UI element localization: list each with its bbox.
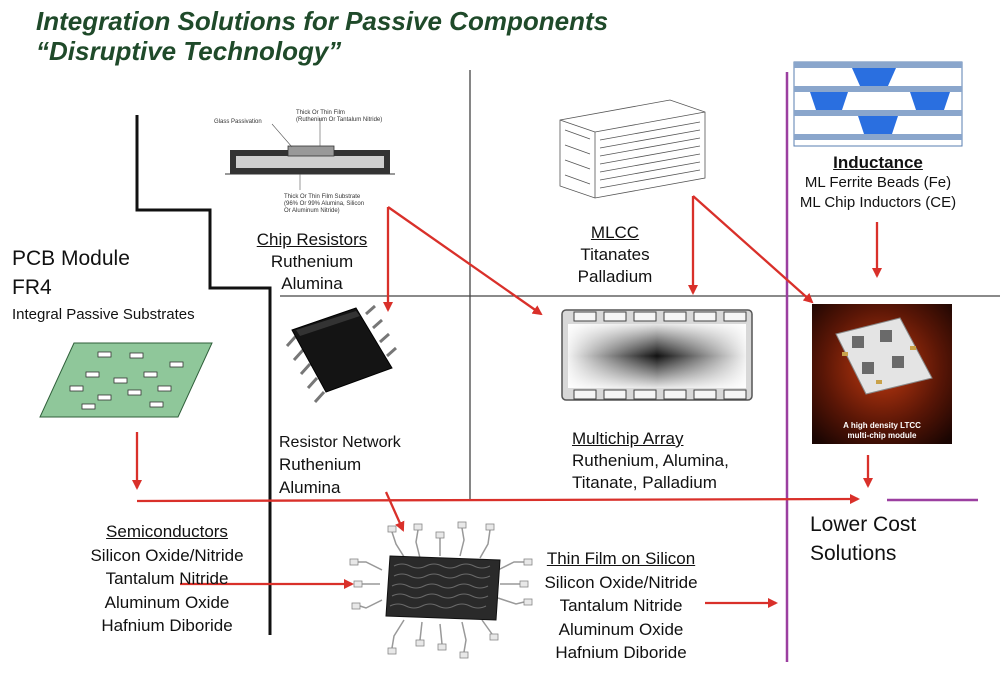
resistor-network-material-2: Alumina	[279, 478, 341, 497]
mlcc-figure	[559, 99, 706, 199]
lower-cost-line-2: Solutions	[810, 542, 897, 565]
step-divider-line	[135, 115, 272, 635]
pcb-title: PCB Module	[12, 247, 130, 270]
thin-film-material-3: Aluminum Oxide	[558, 619, 684, 639]
chip-resistors-material-1: Ruthenium	[270, 252, 354, 271]
resistor-network-heading: Resistor Network	[279, 434, 401, 451]
multichip-material-2: Titanate, Palladium	[572, 473, 717, 492]
title-line-1: Integration Solutions for Passive Compon…	[36, 6, 609, 36]
grid-lines	[280, 70, 1000, 500]
chip-label-film: Thick Or Thin Film	[296, 110, 345, 116]
mlcc-material-1: Titanates	[580, 245, 650, 264]
chip-label-substrate-3: Or Aluminum Nitride)	[284, 208, 340, 214]
chip-label-film-2: (Ruthenium Or Tantalum Nitride)	[296, 117, 382, 123]
arrow-chip-to-multichip	[387, 206, 543, 316]
chip-resistor-figure	[225, 118, 395, 190]
semiconductors-material-2: Tantalum Nitride	[105, 569, 229, 588]
inductance-item-1: ML Ferrite Beads (Fe)	[804, 174, 952, 191]
inductance-block: Inductance ML Ferrite Beads (Fe) ML Chip…	[794, 153, 962, 213]
lower-cost-line-1: Lower Cost	[810, 513, 917, 536]
semiconductors-material-4: Hafnium Diboride	[101, 616, 233, 635]
multichip-heading: Multichip Array	[572, 429, 684, 448]
thin-film-material-1: Silicon Oxide/Nitride	[544, 572, 698, 592]
semiconductors-material-3: Aluminum Oxide	[104, 592, 230, 612]
chip-label-substrate: Thick Or Thin Film Substrate	[284, 194, 361, 200]
ltcc-caption-1: A high density LTCC	[843, 421, 921, 430]
inductance-figure	[793, 61, 963, 147]
pcb-sub-integral: Integral Passive Substrates	[12, 306, 195, 323]
inductance-item-2: ML Chip Inductors (CE)	[799, 194, 957, 211]
ltcc-caption-2: multi-chip module	[848, 431, 917, 440]
semiconductors-heading: Semiconductors	[106, 522, 228, 541]
mlcc-block: MLCC Titanates Palladium	[560, 222, 670, 288]
ltcc-figure	[812, 304, 952, 444]
chip-resistors-heading: Chip Resistors	[256, 230, 368, 249]
chip-resistors-block: Chip Resistors Ruthenium Alumina	[242, 229, 382, 295]
pcb-figure	[39, 342, 213, 418]
thin-film-material-2: Tantalum Nitride	[559, 596, 683, 615]
arrow-main-horizontal	[136, 494, 860, 505]
title-line-2: “Disruptive Technology”	[36, 36, 342, 66]
mlcc-heading: MLCC	[590, 223, 640, 242]
arrow-mlcc-to-ltcc	[692, 195, 814, 304]
chip-label-glass: Glass Passivation	[214, 119, 262, 125]
multichip-figure	[561, 309, 753, 401]
thin-film-block: Thin Film on Silicon Silicon Oxide/Nitri…	[526, 547, 716, 665]
red-arrows	[132, 195, 882, 608]
multichip-block: Multichip Array Ruthenium, Alumina, Tita…	[572, 428, 729, 494]
semiconductors-material-1: Silicon Oxide/Nitride	[90, 545, 244, 565]
mlcc-material-2: Palladium	[577, 267, 653, 286]
inductance-heading: Inductance	[833, 153, 923, 172]
resistor-network-figure	[285, 304, 397, 404]
thin-film-heading: Thin Film on Silicon	[546, 549, 696, 568]
pcb-sub-fr4: FR4	[12, 276, 52, 299]
resistor-network-material-1: Ruthenium	[279, 455, 362, 474]
chip-resistors-material-2: Alumina	[281, 274, 343, 293]
multichip-material-1: Ruthenium, Alumina,	[572, 451, 729, 470]
semiconductors-block: Semiconductors Silicon Oxide/Nitride Tan…	[72, 520, 262, 638]
thin-film-chip-figure	[349, 521, 533, 659]
chip-label-substrate-2: (96% Or 99% Alumina, Silicon	[284, 201, 364, 207]
thin-film-material-4: Hafnium Diboride	[555, 643, 687, 662]
purple-lines	[785, 72, 978, 662]
arrow-network-to-chip	[384, 491, 405, 532]
